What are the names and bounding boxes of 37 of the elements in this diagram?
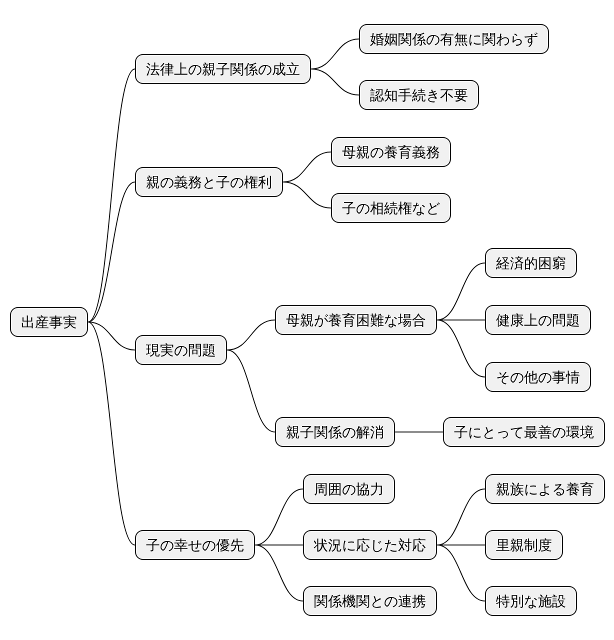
connector-line (88, 182, 136, 322)
topic-box: 親子関係の解消 (275, 417, 395, 447)
connector-line (254, 544, 304, 546)
topic-box: 親族による養育 (485, 474, 605, 504)
topic-box: 子にとって最善の環境 (443, 417, 605, 447)
topic-box: 現実の問題 (135, 335, 227, 365)
topic-box: 健康上の問題 (485, 305, 591, 335)
connector-line (226, 320, 276, 350)
connector-line (88, 322, 136, 350)
topic-box: 出産事実 (10, 307, 88, 337)
connector-line (436, 488, 486, 546)
connector-line (88, 68, 136, 322)
connector-line (310, 68, 360, 96)
topic-box: 子の幸せの優先 (135, 530, 255, 560)
topic-box: 認知手続き不要 (359, 80, 479, 110)
connector-line (436, 262, 486, 320)
topic-box: 母親の養育義務 (331, 137, 451, 167)
connector-line (436, 544, 486, 602)
connector-line (88, 322, 136, 546)
connector-line (282, 182, 332, 208)
topic-box: 経済的困窮 (485, 248, 577, 278)
topic-box: 状況に応じた対応 (303, 530, 437, 560)
topic-box: 関係機関との連携 (303, 586, 437, 616)
topic-box: 親の義務と子の権利 (135, 167, 283, 197)
connector-line (254, 544, 304, 602)
connector-line (436, 544, 486, 546)
topic-box: 里親制度 (485, 530, 563, 560)
topic-box: 母親が養育困難な場合 (275, 305, 437, 335)
topic-box: 子の相続権など (331, 193, 451, 223)
topic-box: 婚姻関係の有無に関わらず (359, 24, 549, 54)
topic-box: その他の事情 (485, 362, 591, 392)
topic-box: 法律上の親子関係の成立 (135, 54, 311, 84)
topic-box: 周囲の協力 (303, 474, 395, 504)
topic-box: 特別な施設 (485, 586, 577, 616)
connector-line (226, 350, 276, 432)
connector-line (254, 488, 304, 546)
connector-line (436, 320, 486, 378)
